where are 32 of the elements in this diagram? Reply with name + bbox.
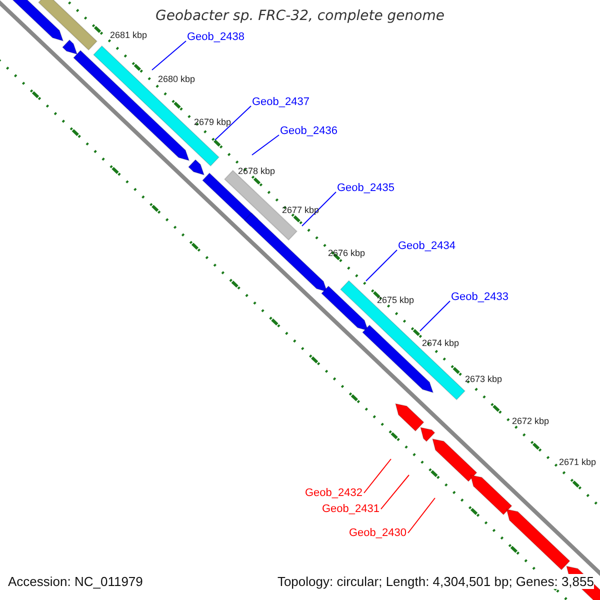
leader-line [420, 300, 450, 332]
gene-label: Geob_2434 [398, 240, 456, 252]
position-label: 2681 kbp [110, 30, 148, 40]
position-label: 2672 kbp [512, 416, 550, 426]
gene-label: Geob_2436 [280, 125, 338, 137]
genome-summary: Topology: circular; Length: 4,304,501 bp; Genes: 3,855 [277, 574, 594, 589]
position-label: 2680 kbp [158, 74, 196, 84]
leader-line [302, 192, 336, 226]
gene-label: Geob_2431 [322, 503, 380, 515]
gene-label: Geob_2437 [252, 96, 310, 108]
position-label: 2676 kbp [328, 248, 366, 258]
gene-label: Geob_2435 [337, 182, 394, 194]
gene-label: Geob_2432 [305, 487, 362, 499]
leader-line [380, 474, 410, 510]
position-label: 2675 kbp [377, 295, 414, 305]
gene-label: Geob_2438 [187, 31, 244, 43]
gene-label: Geob_2430 [349, 527, 406, 539]
leader-line [252, 134, 280, 156]
leader-line [152, 40, 186, 70]
position-label: 2671 kbp [559, 457, 596, 467]
accession-text: Accession: NC_011979 [8, 574, 143, 589]
position-label: 2679 kbp [194, 117, 232, 127]
leader-line [366, 250, 398, 282]
position-label: 2673 kbp [465, 374, 502, 384]
leader-line [408, 498, 436, 534]
position-label: 2678 kbp [238, 166, 276, 176]
gene-label: Geob_2433 [451, 291, 508, 303]
leader-line [364, 458, 392, 494]
position-label: 2674 kbp [422, 338, 460, 348]
title: Geobacter sp. FRC-32, complete genome [156, 8, 444, 24]
leader-line [214, 106, 252, 140]
position-label: 2677 kbp [282, 205, 320, 215]
